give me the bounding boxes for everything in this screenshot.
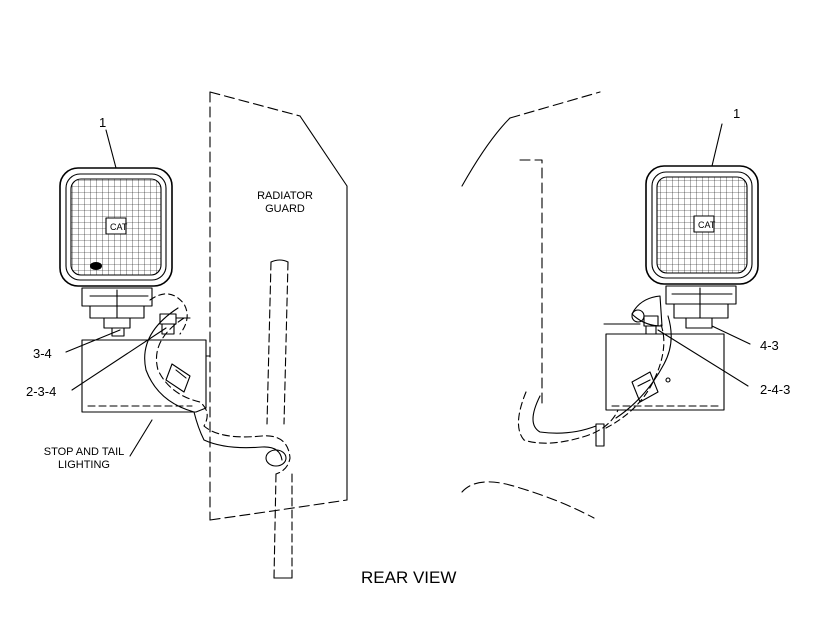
- callout-3-4: 3-4: [33, 346, 52, 361]
- left-bracket-bolt: [149, 293, 191, 335]
- leader-4-3: [711, 325, 751, 345]
- guard-cable: [266, 259, 293, 579]
- leader-stop-tail: [129, 419, 153, 457]
- right-wiring-harness: [517, 315, 672, 447]
- right-tail-light-box: [605, 333, 725, 411]
- stop-tail-line-1: STOP AND TAIL: [43, 446, 125, 458]
- radiator-guard-line-1: RADIATOR: [257, 190, 313, 202]
- left-wiring-harness: [144, 307, 291, 475]
- leader-2-3-4: [71, 327, 167, 391]
- svg-text:CAT: CAT: [698, 220, 716, 230]
- view-title: REAR VIEW: [361, 568, 457, 587]
- stop-tail-lighting-label: STOP AND TAIL LIGHTING: [34, 446, 134, 472]
- left-work-light: CAT: [59, 167, 173, 337]
- right-work-light: CAT: [631, 165, 759, 329]
- svg-text:CAT: CAT: [110, 222, 128, 232]
- leader-2-4-3: [657, 329, 749, 387]
- radiator-guard-panel: [209, 91, 348, 521]
- radiator-guard-line-2: GUARD: [265, 203, 305, 215]
- callout-1-right-leader: [711, 123, 723, 167]
- callout-1-left: 1: [99, 115, 107, 130]
- callout-1-right: 1: [733, 106, 741, 121]
- callout-2-3-4: 2-3-4: [26, 384, 57, 399]
- callout-2-4-3: 2-4-3: [760, 382, 791, 397]
- right-side-panel: [461, 91, 601, 519]
- leader-3-4: [65, 329, 121, 353]
- radiator-guard-label: RADIATOR GUARD: [240, 190, 330, 216]
- left-tail-light-box: [81, 339, 211, 413]
- callout-4-3: 4-3: [760, 338, 779, 353]
- callout-1-left-leader: [105, 129, 117, 169]
- stop-tail-line-2: LIGHTING: [58, 459, 110, 471]
